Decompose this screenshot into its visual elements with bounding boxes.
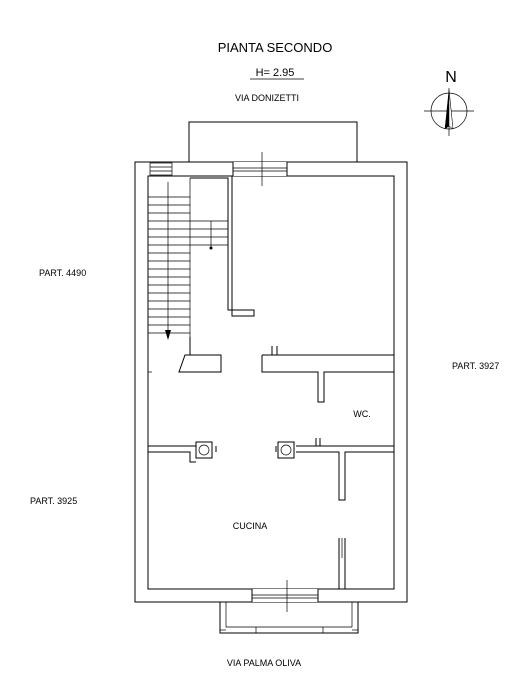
interior-walls [148, 176, 395, 589]
bottom-balcony [219, 602, 359, 634]
top-balcony [188, 121, 358, 162]
north-arrow-icon: N [424, 69, 474, 136]
height-note: H= 2.95 [256, 67, 295, 79]
street-bottom-label: VIA PALMA OLIVA [227, 658, 301, 668]
room-label-kitchen: CUCINA [233, 521, 268, 531]
plan-title: PIANTA SECONDO [218, 40, 333, 55]
flue-right-icon [277, 441, 295, 459]
staircase [148, 178, 228, 340]
parcel-label-left-top: PART. 4490 [39, 268, 86, 278]
room-label-wc: WC. [353, 409, 371, 419]
stair-top-detail [149, 162, 173, 176]
street-top-label: VIA DONIZETTI [235, 93, 299, 103]
bottom-window [251, 580, 319, 612]
flue-left-icon [195, 441, 213, 459]
top-window [232, 152, 288, 186]
parcel-label-left-bottom: PART. 3925 [30, 496, 77, 506]
parcel-label-right: PART. 3927 [452, 361, 499, 371]
outer-walls [134, 161, 408, 603]
north-label: N [445, 69, 457, 86]
